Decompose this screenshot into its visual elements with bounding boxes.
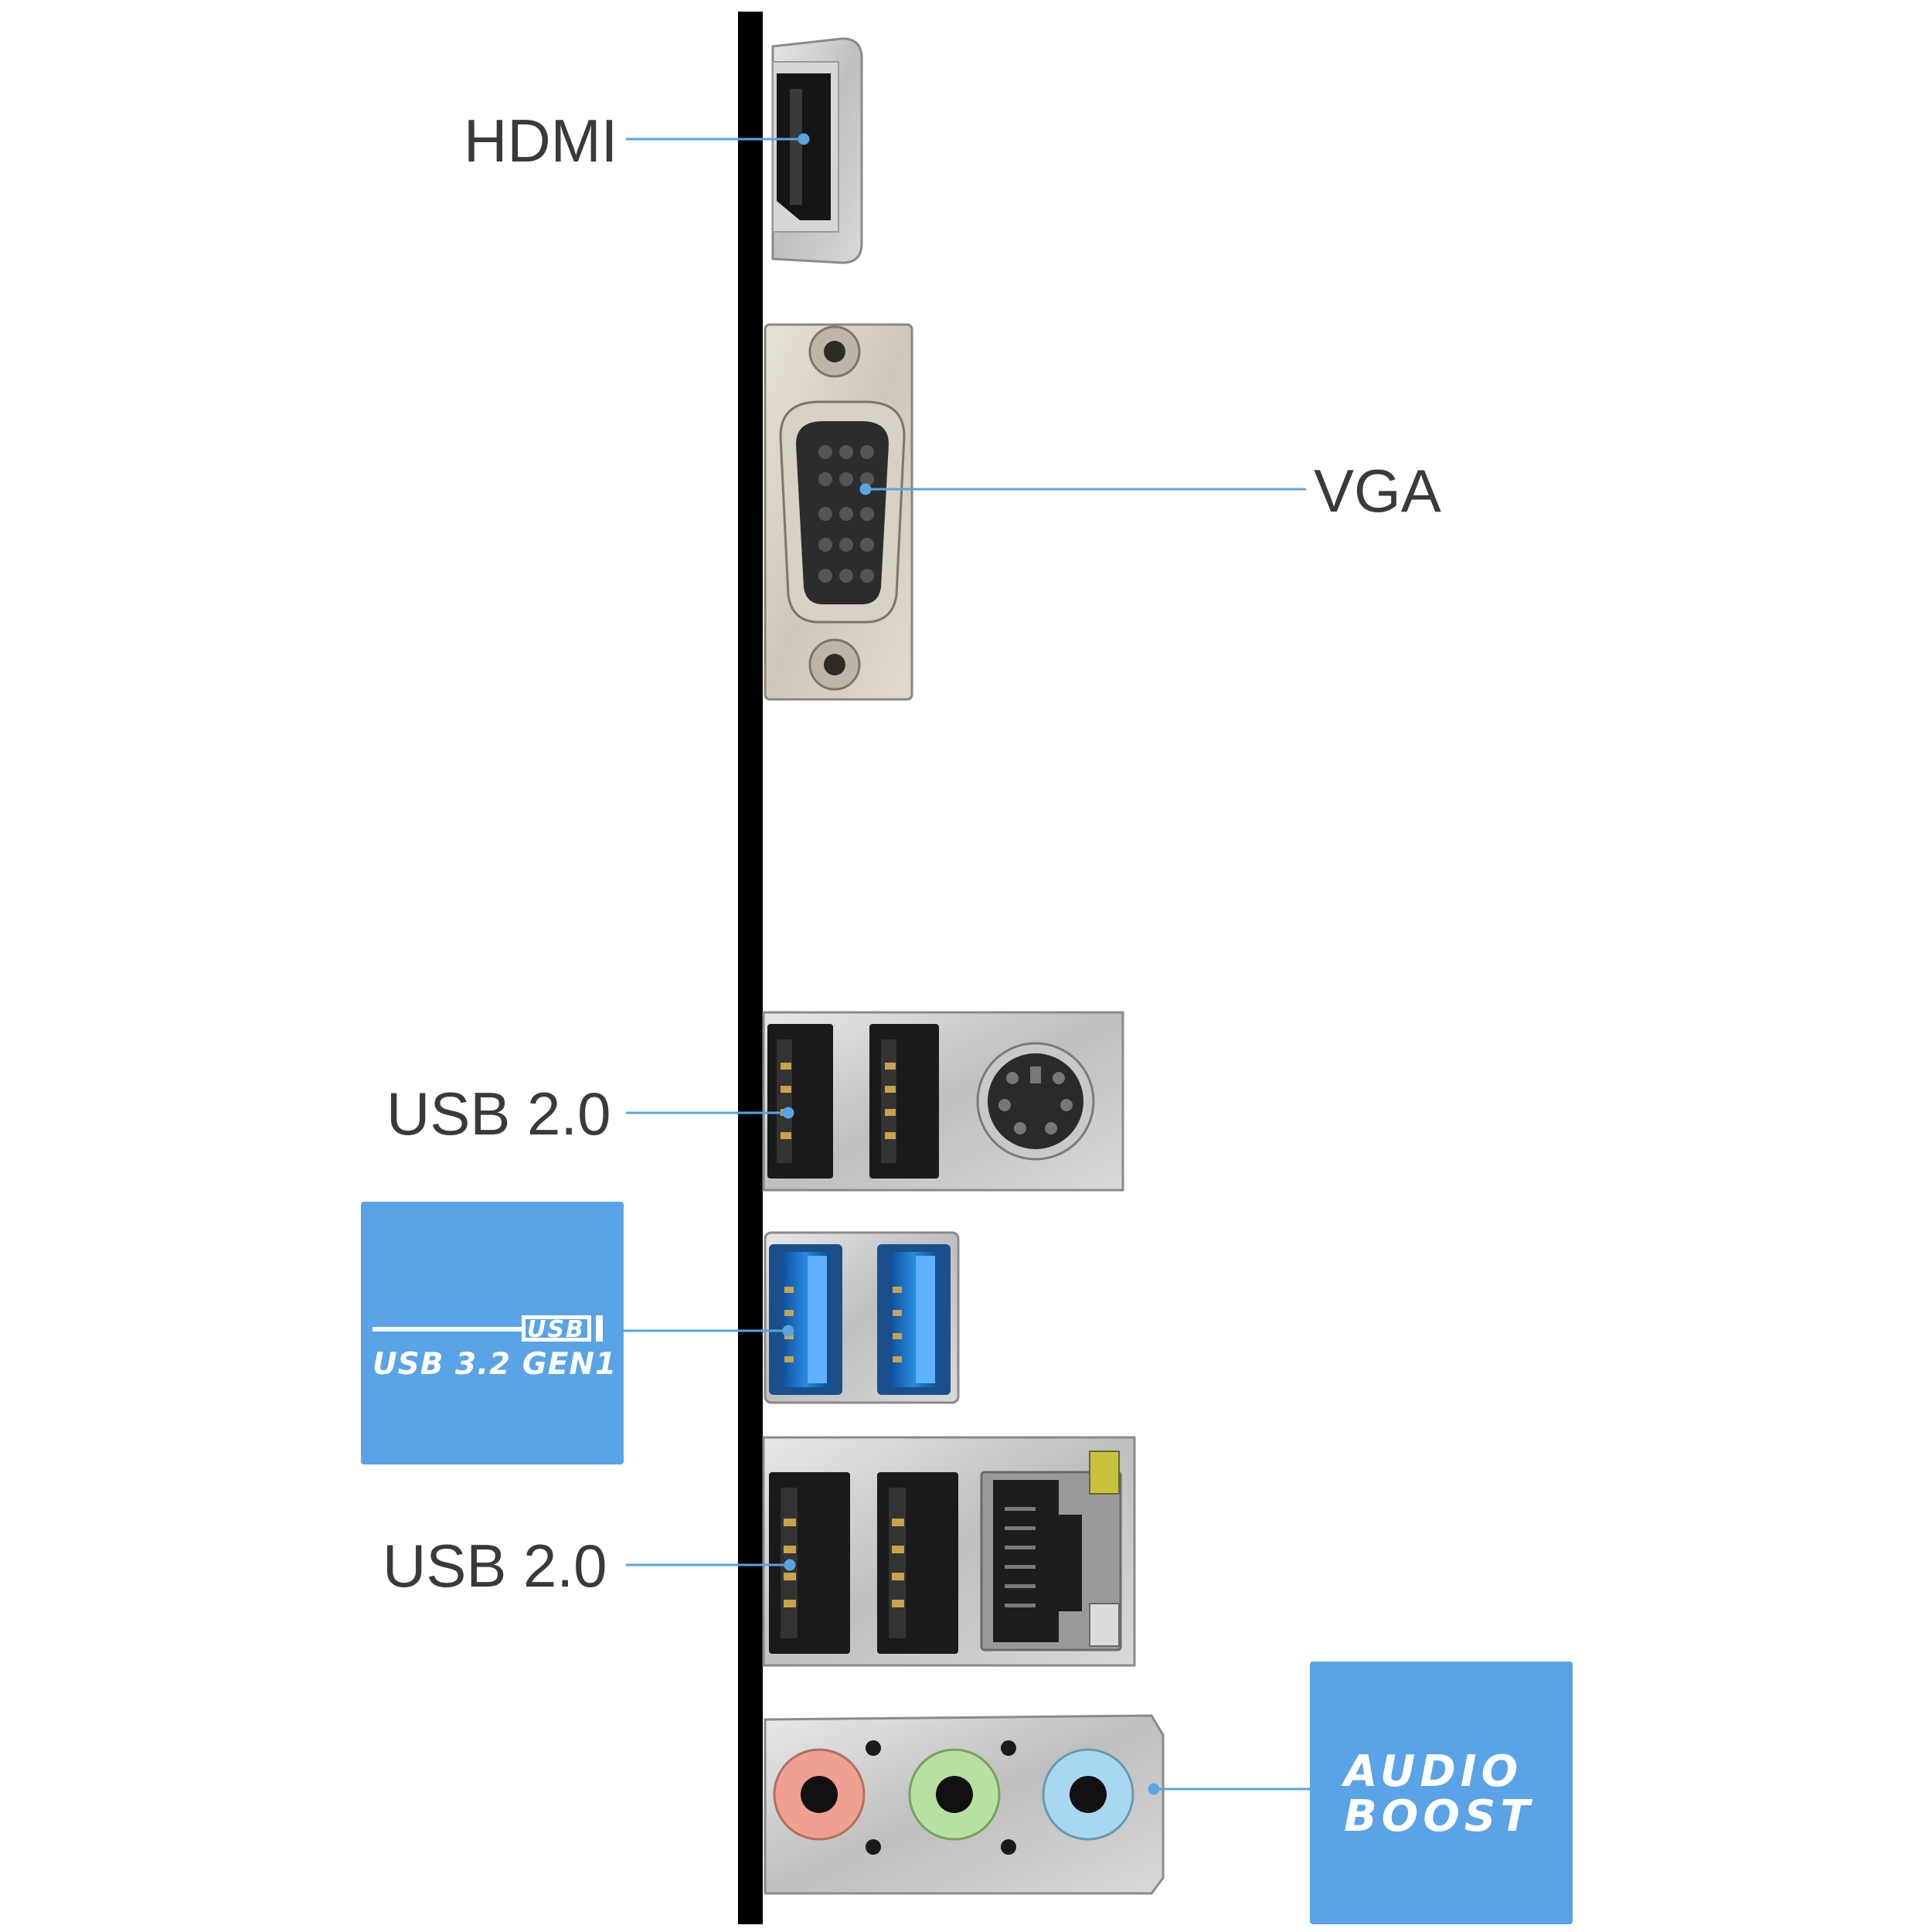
ps2-port-icon: [976, 1042, 1095, 1161]
usb32-block: [764, 1231, 960, 1404]
label-hdmi: HDMI: [464, 107, 618, 175]
audio-boost-line1: AUDIO: [1344, 1747, 1523, 1797]
hdmi-port-icon: [771, 37, 863, 264]
usb2-lan-block: [762, 1436, 1136, 1667]
usb-port-icon: [769, 1472, 850, 1654]
usb3-port-icon: [769, 1244, 842, 1395]
audio-boost-line2: BOOST: [1344, 1791, 1535, 1842]
audio-block: [764, 1714, 1165, 1895]
usb2-ps2-block: [762, 1011, 1124, 1192]
audio-jack-icon: [908, 1748, 1001, 1841]
io-shield-edge: [738, 12, 763, 1924]
label-usb2-bottom: USB 2.0: [383, 1532, 607, 1600]
usb3-port-icon: [877, 1244, 951, 1395]
audio-jack-icon: [1042, 1748, 1134, 1841]
vga-port-icon: [764, 323, 913, 701]
usb-logo-text: USB: [527, 1316, 585, 1343]
usb-port-icon: [767, 1024, 833, 1179]
usb-port-icon: [869, 1024, 939, 1179]
audio-boost-badge: AUDIO BOOST: [1310, 1662, 1573, 1924]
label-vga: VGA: [1314, 457, 1441, 525]
label-usb2-top: USB 2.0: [386, 1080, 611, 1148]
usb32-gen1-badge: USB USB 3.2 GEN1: [361, 1202, 624, 1464]
usb-logo-tab: [596, 1315, 603, 1342]
audio-jack-icon: [773, 1748, 866, 1841]
rj45-lan-port-icon: [980, 1451, 1122, 1651]
usb-logo-bar: [372, 1327, 523, 1332]
usb32-gen1-text: USB 3.2 GEN1: [372, 1347, 617, 1382]
leader-lines: [618, 133, 1310, 1795]
usb-logo-box: [522, 1315, 591, 1342]
usb-port-icon: [877, 1472, 958, 1654]
